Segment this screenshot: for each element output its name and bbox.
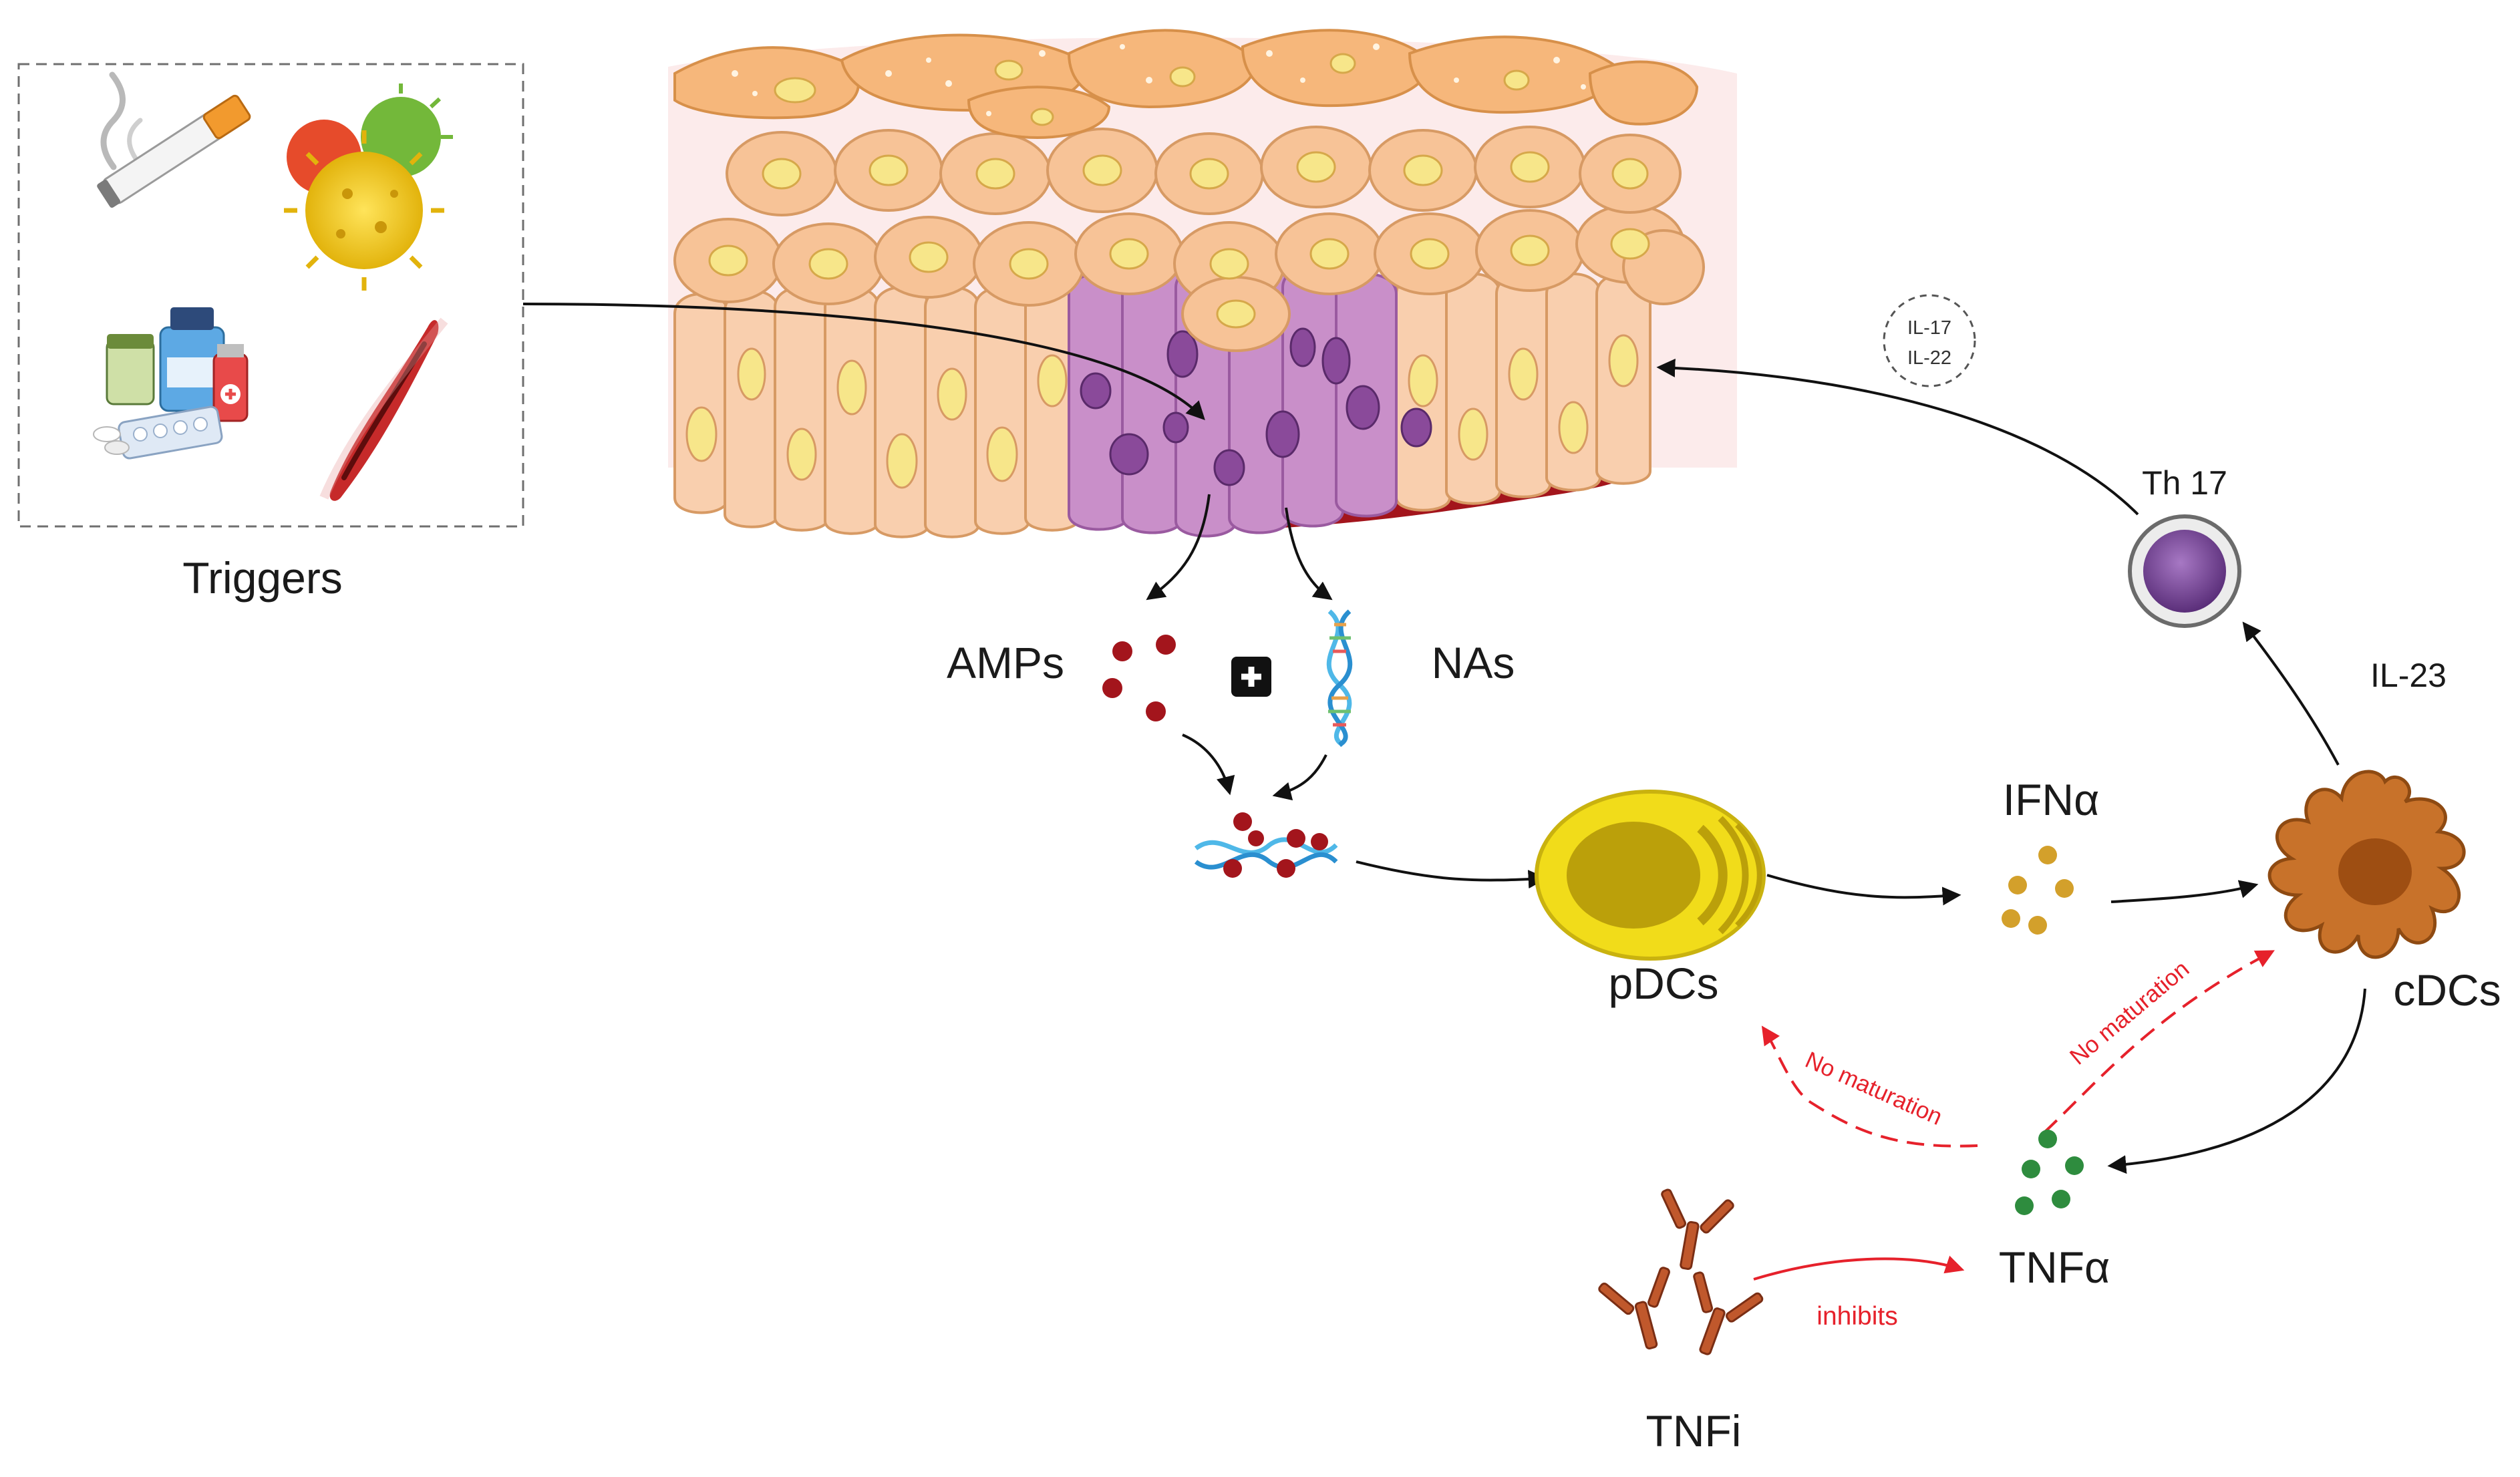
arrow-nas-to-complex bbox=[1272, 754, 1327, 801]
inhibition-arrows bbox=[1753, 950, 2275, 1281]
pathway-arrows bbox=[522, 303, 2366, 1174]
arrow-tnfi-inhibits-tnfa bbox=[1753, 1255, 1965, 1281]
wound-icon bbox=[319, 317, 448, 501]
drugs-icon bbox=[93, 307, 249, 460]
cdc-cell bbox=[2267, 770, 2466, 959]
cdcs-label: cDCs bbox=[2393, 965, 2501, 1015]
il17-il22-badge: IL-17 IL-22 bbox=[1883, 294, 1976, 387]
tnfi-antibodies bbox=[1598, 1188, 1764, 1355]
il17-label: IL-17 bbox=[1907, 317, 1951, 339]
arrow-amps-to-complex bbox=[1182, 733, 1235, 796]
virus-icon bbox=[284, 84, 453, 291]
arrow-skin-to-amps bbox=[1146, 494, 1211, 601]
arrow-no-maturation-cdcs bbox=[2043, 950, 2275, 1134]
amp-na-complex bbox=[1194, 812, 1338, 878]
arrow-triggers-to-skin bbox=[522, 303, 1205, 421]
amps-label: AMPs bbox=[947, 638, 1064, 687]
ifna-particles bbox=[2002, 846, 2074, 935]
inhibits-label: inhibits bbox=[1817, 1302, 1897, 1331]
triggers-label: Triggers bbox=[182, 553, 343, 603]
pdcs-label: pDCs bbox=[1608, 959, 1718, 1008]
arrow-cdcs-to-tnfa bbox=[2107, 988, 2366, 1174]
arrow-th17-to-skin bbox=[1656, 358, 2139, 516]
cigarette-icon bbox=[97, 71, 251, 208]
no-maturation-pdcs-label: No maturation bbox=[1801, 1047, 1946, 1130]
th17-cell bbox=[2128, 514, 2241, 628]
pdc-cell bbox=[1535, 790, 1766, 961]
triggers-box: Triggers bbox=[17, 63, 524, 603]
il23-label: IL-23 bbox=[2370, 657, 2447, 694]
arrow-skin-to-nas bbox=[1285, 507, 1333, 601]
il22-label: IL-22 bbox=[1907, 347, 1951, 369]
tnfa-label: TNFα bbox=[1999, 1243, 2110, 1292]
plus-icon bbox=[1231, 657, 1271, 697]
arrow-pdcs-to-ifna bbox=[1766, 874, 1961, 906]
corneum-layer bbox=[673, 29, 1699, 139]
ifna-label: IFNα bbox=[2003, 775, 2099, 824]
skin-tissue bbox=[668, 29, 1737, 538]
arrow-cdcs-to-th17 bbox=[2242, 621, 2340, 766]
tnfa-particles bbox=[2015, 1130, 2084, 1215]
th17-label: Th 17 bbox=[2142, 464, 2227, 502]
tnfi-label: TNFi bbox=[1646, 1406, 1742, 1456]
arrow-complex-to-pdcs bbox=[1356, 860, 1547, 889]
nas-label: NAs bbox=[1432, 638, 1515, 687]
dna-icon bbox=[1326, 609, 1353, 748]
arrow-no-maturation-pdcs bbox=[1761, 1025, 1978, 1148]
amps-particles bbox=[1102, 635, 1176, 721]
arrow-ifna-to-cdcs bbox=[2110, 880, 2259, 903]
